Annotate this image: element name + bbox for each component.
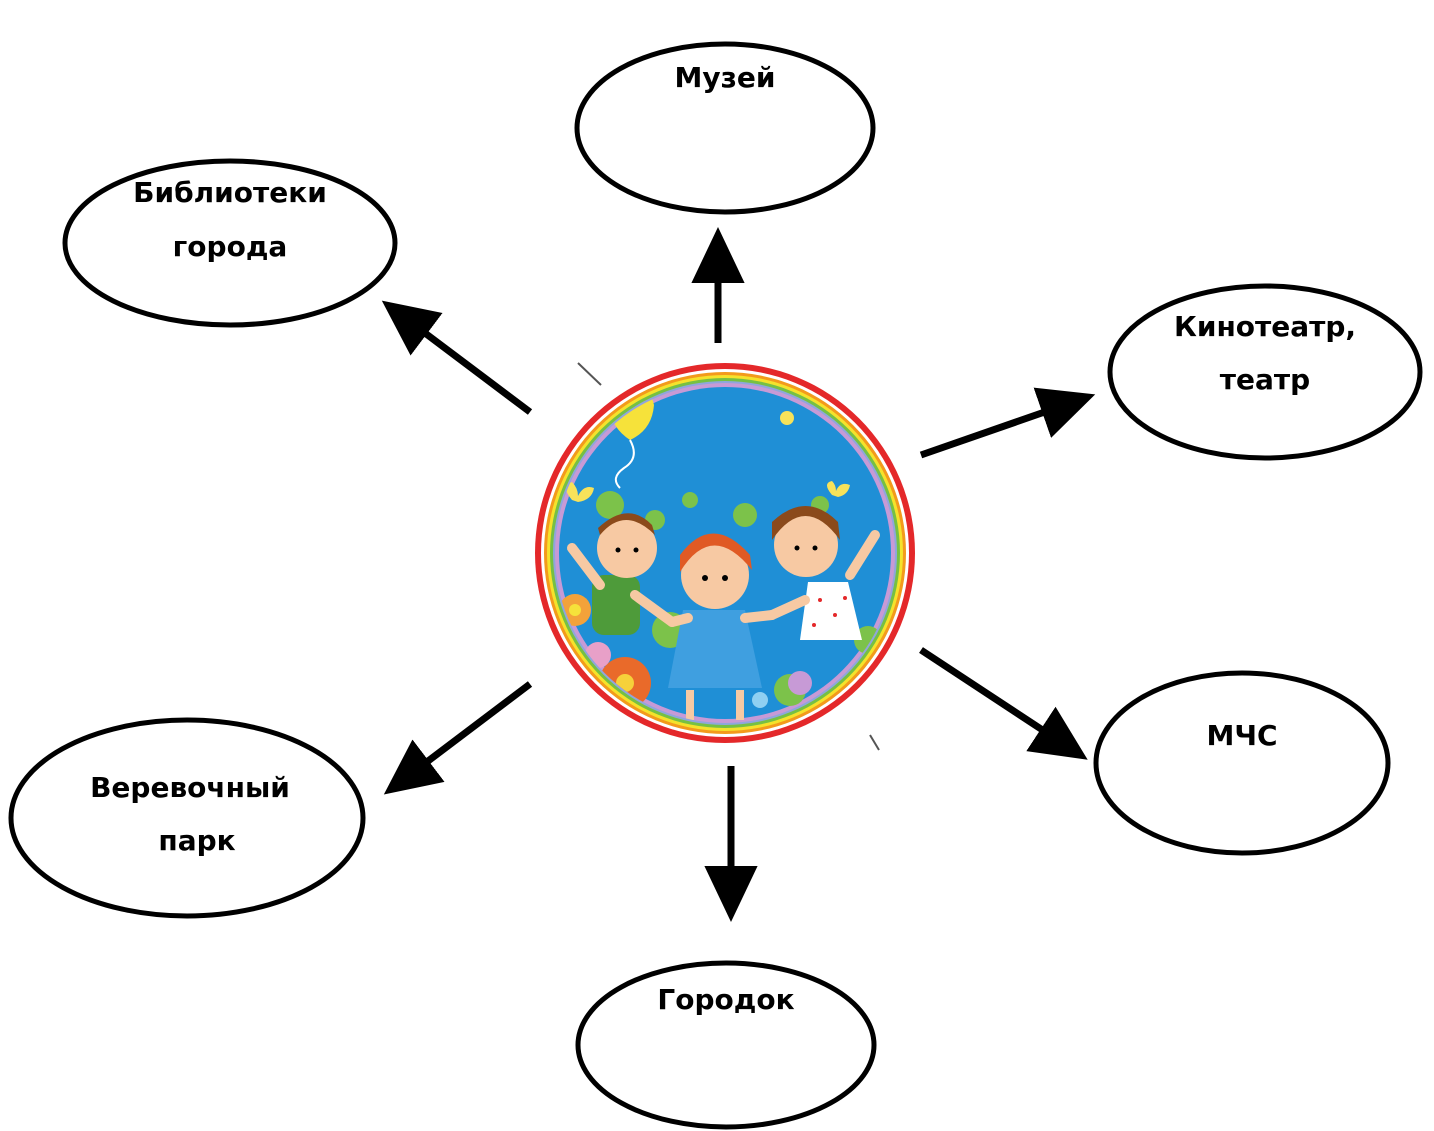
node-gorodok-shape: [575, 960, 877, 1130]
balloon-string: [614, 439, 635, 489]
arrow-to-mchs: [919, 647, 1088, 760]
node-ropepark: Веревочный парк: [8, 717, 366, 919]
stray-mark-bottom-right: [869, 734, 880, 751]
node-museum: Музей: [574, 41, 876, 215]
node-mchs-shape: [1093, 670, 1391, 856]
node-cinema-label-line1: Кинотеатр,: [1174, 310, 1356, 343]
arrow-to-ropepark: [383, 681, 533, 795]
arrow-to-cinema: [919, 387, 1096, 459]
stray-mark-top-left: [577, 362, 602, 386]
node-library: Библиотеки города: [62, 158, 398, 328]
node-library-label-line2: города: [173, 230, 288, 263]
node-mchs-label: МЧС: [1206, 719, 1277, 752]
picture-scene: [559, 387, 891, 720]
flowers-bottom-left: [559, 594, 812, 709]
flower-icon: [780, 411, 794, 425]
node-museum-label: Музей: [675, 61, 776, 94]
node-ropepark-label-line1: Веревочный: [90, 771, 290, 804]
green-dot: [596, 491, 624, 519]
green-dot: [682, 492, 698, 508]
node-gorodok: Городок: [575, 960, 877, 1130]
green-dot: [733, 503, 757, 527]
node-ropepark-label-line2: парк: [158, 824, 235, 857]
arrows: [381, 227, 1096, 922]
children-holding-hands-rainbow-icon: [535, 362, 915, 751]
arrow-to-library: [381, 300, 533, 415]
node-library-label-line1: Библиотеки: [133, 176, 327, 209]
node-mchs: МЧС: [1093, 670, 1391, 856]
child-center: [667, 533, 777, 720]
node-gorodok-label: Городок: [657, 983, 794, 1016]
node-cinema-shape: [1107, 283, 1423, 461]
butterfly-icon: [827, 481, 850, 497]
child-left: [567, 513, 677, 635]
child-right: [767, 506, 880, 640]
node-ropepark-shape: [8, 717, 366, 919]
node-library-shape: [62, 158, 398, 328]
node-cinema: Кинотеатр, театр: [1107, 283, 1423, 461]
node-museum-shape: [574, 41, 876, 215]
butterfly-icon: [566, 482, 594, 502]
node-cinema-label-line2: театр: [1220, 363, 1310, 396]
